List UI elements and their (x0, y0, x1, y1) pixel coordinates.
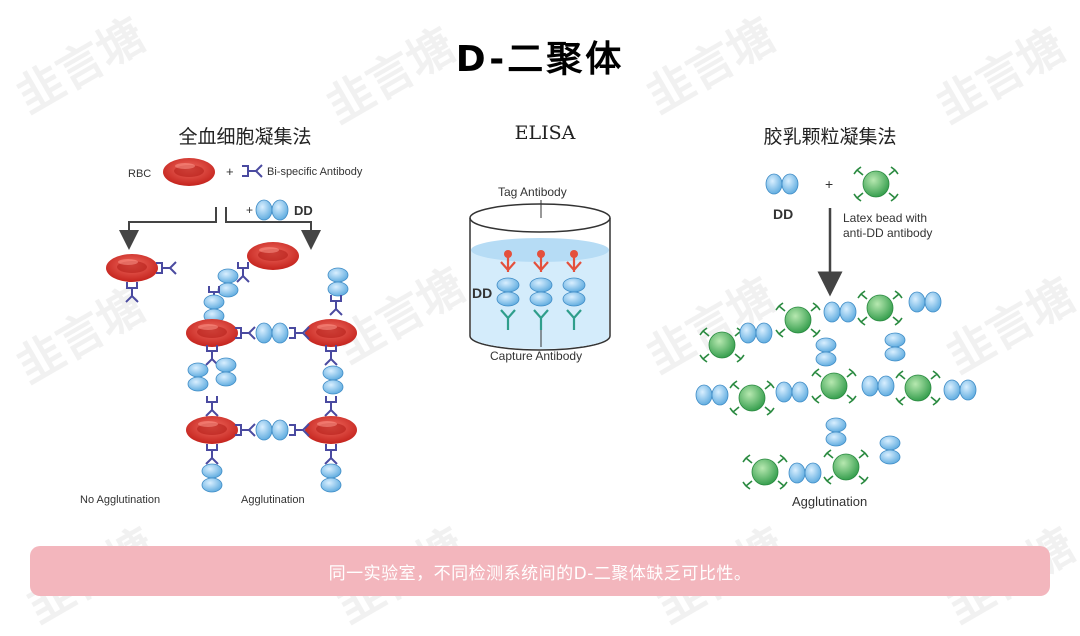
plus-sign: + (226, 164, 234, 179)
bispecific-antibody-icon (237, 262, 249, 282)
agglutination-label: Agglutination (241, 494, 305, 506)
latex-bead (824, 450, 868, 484)
no-agglutination-label: No Agglutination (80, 494, 160, 506)
latex-bead-label: Latex bead with (843, 211, 927, 225)
bispecific-antibody-icon (156, 262, 176, 274)
dd-molecule (218, 269, 238, 297)
rbc-cell (163, 158, 215, 186)
dd-molecule (816, 338, 836, 366)
diagram-canvas: RBC + Bi-specific Antibody + DD No Agglu… (0, 0, 1080, 608)
plus-sign: + (825, 176, 833, 192)
dd-molecule (824, 302, 856, 322)
bispecific-antibody-icon (330, 295, 342, 315)
dd-molecule (321, 464, 341, 492)
rbc-cell (186, 319, 238, 347)
latex-dd-label: DD (773, 206, 793, 222)
latex-bead (854, 167, 898, 201)
dd-molecule (188, 363, 208, 391)
dd-molecule (776, 382, 808, 402)
dd-molecule (328, 268, 348, 296)
latex-agglutination-label: Agglutination (792, 494, 867, 509)
dd-molecule (862, 376, 894, 396)
dd-icon (256, 200, 288, 220)
latex-bead (776, 303, 820, 337)
dd-molecule (880, 436, 900, 464)
dd-molecule (202, 464, 222, 492)
plus-sign: + (246, 203, 253, 217)
capture-antibody-label: Capture Antibody (490, 349, 582, 363)
dd-molecule (216, 358, 236, 386)
bispecific-antibody-icon (325, 444, 337, 464)
dd-molecule (204, 295, 224, 323)
rbc-label: RBC (128, 168, 151, 180)
latex-bead (730, 381, 774, 415)
latex-bead-label: anti-DD antibody (843, 226, 932, 240)
rbc-cell (186, 416, 238, 444)
bispecific-antibody-icon (206, 345, 218, 365)
latex-bead (743, 455, 787, 489)
footer-banner: 同一实验室，不同检测系统间的D-二聚体缺乏可比性。 (30, 546, 1050, 596)
latex-bead (812, 369, 856, 403)
bispecific-antibody-label: Bi-specific Antibody (267, 166, 363, 178)
elisa-dd-label: DD (472, 285, 492, 301)
dd-molecule (826, 418, 846, 446)
bispecific-antibody-icon (242, 165, 262, 177)
latex-bead (858, 291, 902, 325)
dd-label: DD (294, 203, 313, 218)
tag-antibody-label: Tag Antibody (498, 185, 567, 199)
rbc-cell (305, 416, 357, 444)
latex-bead (700, 328, 744, 362)
latex-bead (896, 371, 940, 405)
dd-molecule (909, 292, 941, 312)
bispecific-antibody-icon (206, 396, 218, 416)
dd-molecule (740, 323, 772, 343)
bispecific-antibody-icon (325, 345, 337, 365)
dd-molecule (256, 323, 288, 343)
dd-molecule (766, 174, 798, 194)
bispecific-antibody-icon (126, 282, 138, 302)
dd-molecule (789, 463, 821, 483)
rbc-cell (247, 242, 299, 270)
rbc-cell (106, 254, 158, 282)
bispecific-antibody-icon (325, 396, 337, 416)
footer-text: 同一实验室，不同检测系统间的D-二聚体缺乏可比性。 (329, 559, 752, 584)
rbc-cell (305, 319, 357, 347)
dd-molecule (696, 385, 728, 405)
bispecific-antibody-icon (206, 444, 218, 464)
dd-molecule (885, 333, 905, 361)
dd-molecule (256, 420, 288, 440)
dd-molecule (944, 380, 976, 400)
arrow-no-agglutination (129, 207, 216, 240)
dd-molecule (323, 366, 343, 394)
